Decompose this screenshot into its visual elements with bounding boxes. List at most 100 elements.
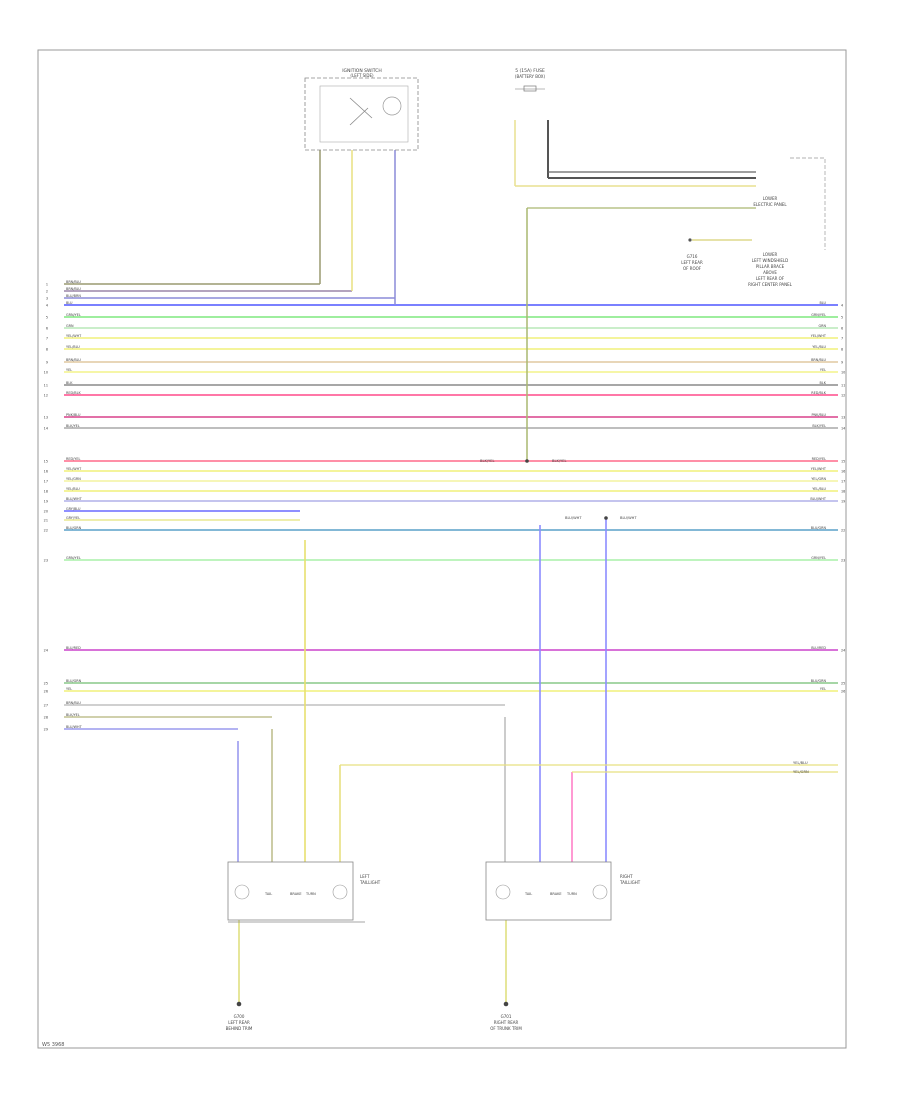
sheet-code: W5 3968 [42, 1042, 65, 1048]
ground-g700: G700 LEFT REAR BEHIND TRIM [226, 1001, 253, 1031]
pin-number: 13 [841, 415, 845, 419]
connector-label-2: ELECTRIC PANEL [753, 202, 787, 207]
pin-number: 8 [46, 347, 48, 351]
bulb-icon [234, 884, 250, 900]
pin-number: 29 [44, 727, 48, 731]
wire-left-label: BRN/BLU [66, 280, 81, 284]
svg-text:OF TRUNK TRIM: OF TRUNK TRIM [490, 1026, 522, 1031]
splice-label: BLU/WHT [565, 516, 582, 520]
svg-text:LOWER: LOWER [763, 252, 778, 257]
wire-left-label: YEL/BLU [66, 487, 80, 491]
wire-right-label: GRN [818, 324, 826, 328]
wire-left-label: YEL/BLU [66, 345, 80, 349]
splice-label: BLK/YEL [480, 459, 495, 463]
wire-right-label: GRN/YEL [811, 556, 826, 560]
wire-right-label: BLK [820, 381, 827, 385]
wire-right-label: BLU [819, 301, 826, 305]
wire-left-label: BLU/RED [66, 646, 81, 650]
wire-left-label: BLU/BRN [66, 294, 81, 298]
wire-left-label: BLU/WHT [66, 497, 83, 501]
pin-number: 18 [44, 489, 48, 493]
bulb-icon [332, 884, 348, 900]
right-note: LOWER LEFT WINDSHIELD PILLAR BRACE ABOVE… [748, 252, 793, 287]
pin-number: 12 [841, 393, 845, 397]
right-taillight: RIGHT TAILLIGHT TAIL BRAKE TURN [485, 861, 641, 921]
wire-left-label: YEL/WHT [66, 467, 82, 471]
bulb-icon [495, 884, 511, 900]
fuse-5: 5 (15A) FUSE (BATTERY BOX) [515, 68, 546, 92]
wire-right-label: RED/BLK [811, 391, 826, 395]
bulb-icon [592, 884, 608, 900]
svg-text:RIGHT CENTER PANEL: RIGHT CENTER PANEL [748, 282, 793, 287]
wire-left-label: YEL [66, 368, 72, 372]
wire-left-label: PNK/BLU [66, 413, 81, 417]
svg-text:G700: G700 [234, 1014, 245, 1019]
wire-right-label: BLU/RED [811, 646, 826, 650]
pin-number: 4 [46, 303, 48, 307]
pin-number: 24 [44, 648, 48, 652]
pin-number: 6 [841, 326, 843, 330]
pin-number: 11 [44, 383, 48, 387]
wire-left-label: YEL/WHT [66, 334, 82, 338]
pin-number: 28 [44, 715, 48, 719]
wire-right-label: BRN/BLU [811, 358, 826, 362]
wire-left-label: BLU/WHT [66, 725, 83, 729]
pin-number: 2 [46, 289, 48, 293]
wire-right-label: YEL/BLU [812, 345, 826, 349]
svg-text:PILLAR BRACE: PILLAR BRACE [756, 264, 785, 269]
pin-number: 5 [46, 315, 48, 319]
left-taillight-label-2: TAILLIGHT [359, 880, 381, 885]
pin-number: 27 [44, 703, 48, 707]
pin-number: 22 [44, 528, 48, 532]
wire-right-label: PNK/BLU [812, 413, 827, 417]
switch-icon [382, 96, 402, 116]
wire-right-label: GRN/YEL [811, 313, 826, 317]
pin-number: 3 [46, 296, 48, 300]
ground-small-1: G716 [687, 254, 698, 259]
splice-label: BLU/WHT [620, 516, 637, 520]
connector-label-1: LOWER [763, 196, 778, 201]
right-connector: LOWER ELECTRIC PANEL [753, 157, 826, 250]
pin-number: 9 [46, 360, 48, 364]
pin-number: 23 [44, 558, 48, 562]
svg-text:G701: G701 [501, 1014, 512, 1019]
pin-number: 23 [841, 558, 845, 562]
right-taillight-label-2: TAILLIGHT [619, 880, 641, 885]
svg-text:LEFT REAR: LEFT REAR [228, 1020, 250, 1025]
pin-number: 19 [841, 499, 845, 503]
wire-left-label: BLU [66, 301, 73, 305]
pin-number: 12 [44, 393, 48, 397]
svg-text:TURN: TURN [305, 892, 316, 896]
wire-right-label: YEL [820, 687, 826, 691]
wire-right-label: YEL/GRN [811, 477, 826, 481]
wire-left-label: GRN/YEL [66, 556, 81, 560]
svg-text:TURN: TURN [566, 892, 577, 896]
svg-text:BRAKE: BRAKE [290, 892, 302, 896]
pin-number: 10 [44, 370, 48, 374]
ground-g716: G716 LEFT REAR OF ROOF [681, 238, 752, 271]
wire-left-label: YEL/GRN [66, 477, 81, 481]
pin-number: 18 [841, 489, 845, 493]
wire-left-label: BRN/BLU [66, 287, 81, 291]
ground-small-2: LEFT REAR [681, 260, 703, 265]
ground-icon [236, 1001, 242, 1007]
fuse-title: 5 (15A) FUSE [515, 68, 545, 74]
wire-left-label: GRY/BLU [66, 507, 81, 511]
splice-label: BLK/YEL [552, 459, 567, 463]
pin-number: 14 [841, 426, 845, 430]
pin-number: 11 [841, 383, 845, 387]
pin-number: 26 [841, 689, 845, 693]
pin-number: 5 [841, 315, 843, 319]
wire-left-label: GRY/YEL [66, 516, 80, 520]
ignition-switch-subtitle: (LEFT SIDE) [350, 73, 374, 78]
pin-number: 7 [46, 336, 48, 340]
fuse-subtitle: (BATTERY BOX) [515, 74, 546, 79]
wire-right-label: YEL/BLU [812, 487, 826, 491]
wire-left-label: BRN/BLU [66, 358, 81, 362]
pin-number: 17 [44, 479, 48, 483]
wire-right-label: YEL [820, 368, 826, 372]
ground-small-3: OF ROOF [683, 266, 702, 271]
pin-number: 6 [46, 326, 48, 330]
svg-text:LEFT REAR OF: LEFT REAR OF [756, 276, 785, 281]
